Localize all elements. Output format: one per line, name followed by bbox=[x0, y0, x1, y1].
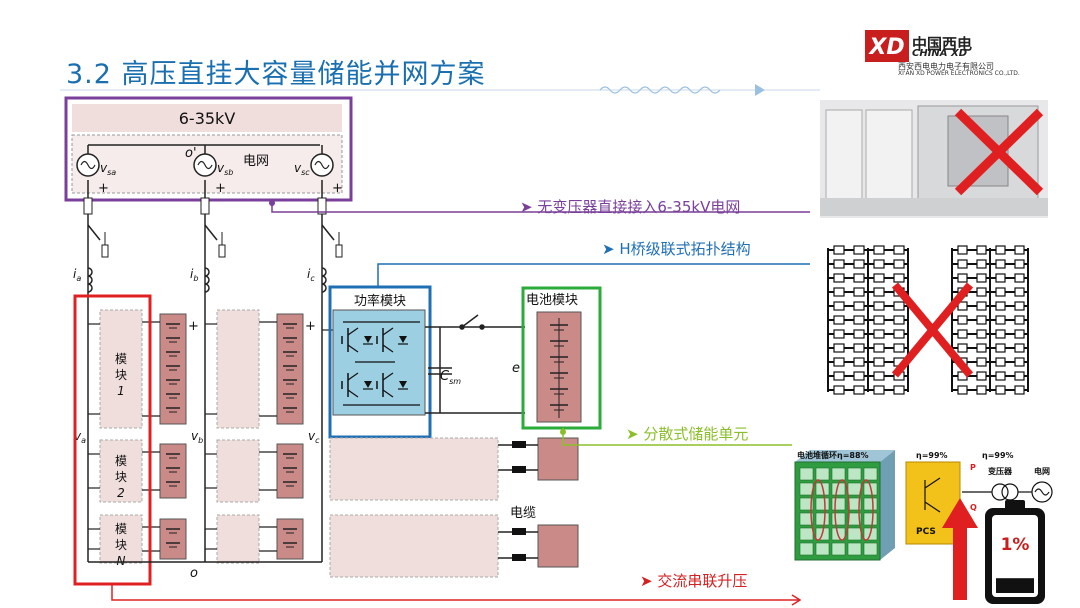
pcs-label: PCS bbox=[916, 527, 936, 537]
logo-company-cn: 西安西电电力电子有限公司 bbox=[898, 62, 994, 71]
source-plus-3: + bbox=[332, 181, 343, 196]
battery-module-label: 电池模块 bbox=[526, 293, 578, 308]
grid-icon-label: 电网 bbox=[1034, 466, 1050, 476]
battery-voltage-label: e bbox=[512, 361, 520, 376]
lower-module-row-2 bbox=[329, 437, 499, 501]
phase-voltage-2: vb bbox=[191, 429, 203, 445]
phase-branch-3: ic bbox=[307, 197, 343, 293]
efficiency-chain: 电池堆循环η=88% η=99% PCS P Q η=99% 变压器 电网 bbox=[794, 450, 1053, 600]
logo-mark-text: XD bbox=[867, 35, 904, 60]
phase-voltage-3: vc bbox=[308, 429, 320, 445]
power-module-box bbox=[328, 285, 432, 439]
annotation-text-1: 无变压器直接接入6-35kV电网 bbox=[537, 198, 741, 216]
phase-current-1: ia bbox=[73, 267, 81, 283]
phase-current-3: ic bbox=[307, 267, 315, 283]
annotation-distributed-storage: ➤ 分散式储能单元 bbox=[626, 425, 749, 443]
pcs-eta-label: η=99% bbox=[916, 451, 948, 460]
cable-plugs bbox=[512, 441, 526, 561]
igbt-switch-2 bbox=[376, 327, 408, 353]
power-module-label: 功率模块 bbox=[354, 293, 406, 309]
battery-eta-label: 电池堆循环η=88% bbox=[797, 450, 869, 460]
q-label: Q bbox=[970, 503, 977, 512]
igbt-switch-4 bbox=[376, 372, 408, 398]
module-plus-2: + bbox=[305, 319, 316, 334]
source-label-2: vsb bbox=[217, 161, 233, 177]
annotation-text-2: H桥级联式拓扑结构 bbox=[619, 240, 751, 258]
igbt-switch-3 bbox=[341, 372, 373, 398]
phase-column-2: + vb bbox=[191, 300, 316, 564]
ac-source-2: vsb + bbox=[193, 145, 233, 196]
battery-gauge-text: 1% bbox=[1001, 535, 1030, 555]
phase-current-2: ib bbox=[190, 267, 198, 283]
transformer-label: 变压器 bbox=[988, 466, 1013, 476]
annotation-text-4: 交流串联升压 bbox=[657, 572, 748, 590]
topology-cross bbox=[891, 282, 974, 378]
transformer-eta-label: η=99% bbox=[982, 451, 1014, 460]
logo-company-en: XI'AN XD POWER ELECTRONICS CO.,LTD. bbox=[898, 70, 1020, 77]
cable-label: 电缆 bbox=[510, 505, 536, 521]
source-label-3: vsc bbox=[294, 161, 310, 177]
annotation-line-2 bbox=[377, 263, 810, 287]
annotation-text-3: 分散式储能单元 bbox=[643, 425, 749, 443]
neutral-label: o' bbox=[185, 146, 197, 161]
capacitor-label: Csm bbox=[440, 369, 461, 386]
topology-image-right bbox=[951, 245, 1029, 395]
logo-cn: 中国西电 bbox=[912, 35, 973, 53]
logo-en: CHINA XD bbox=[912, 48, 968, 59]
annotation-line-4 bbox=[111, 584, 802, 606]
battery-row-n bbox=[537, 524, 579, 568]
annotation-transformerless: ➤ 无变压器直接接入6-35kV电网 bbox=[520, 198, 741, 216]
p-label: P bbox=[970, 463, 976, 472]
annotation-series-boost: ➤ 交流串联升压 bbox=[640, 572, 748, 590]
dc-link bbox=[425, 314, 525, 414]
lower-module-row-n bbox=[329, 514, 499, 578]
phase-branch-2: ib bbox=[190, 197, 226, 293]
igbt-switch-1 bbox=[341, 327, 373, 353]
page-title: 3.2 高压直挂大容量储能并网方案 bbox=[66, 59, 486, 90]
company-logo-mark: XD bbox=[865, 30, 909, 62]
topology-image-left bbox=[827, 245, 909, 395]
source-plus-2: + bbox=[215, 181, 226, 196]
source-plus-1: + bbox=[98, 181, 109, 196]
source-label-1: vsa bbox=[100, 161, 116, 177]
battery-module-box bbox=[521, 286, 602, 430]
battery-gauge-icon: 1% bbox=[985, 500, 1045, 604]
phase-branch-1: ia bbox=[73, 197, 109, 293]
decorative-wave bbox=[60, 84, 820, 96]
neutral-bottom-label: o bbox=[190, 566, 198, 581]
ac-source-3: vsc + bbox=[294, 145, 343, 196]
ac-source-1: vsa + bbox=[76, 145, 116, 196]
annotation-h-bridge: ➤ H桥级联式拓扑结构 bbox=[602, 240, 751, 258]
grid-voltage-label: 6-35kV bbox=[179, 109, 236, 128]
grid-voltage-bar bbox=[72, 104, 342, 132]
cable-links bbox=[498, 444, 538, 559]
module-plus-1: + bbox=[188, 319, 199, 334]
transformer-cabinet-image bbox=[820, 100, 1048, 218]
grid-label: 电网 bbox=[243, 154, 269, 169]
phase-voltage-1: va bbox=[74, 429, 86, 445]
